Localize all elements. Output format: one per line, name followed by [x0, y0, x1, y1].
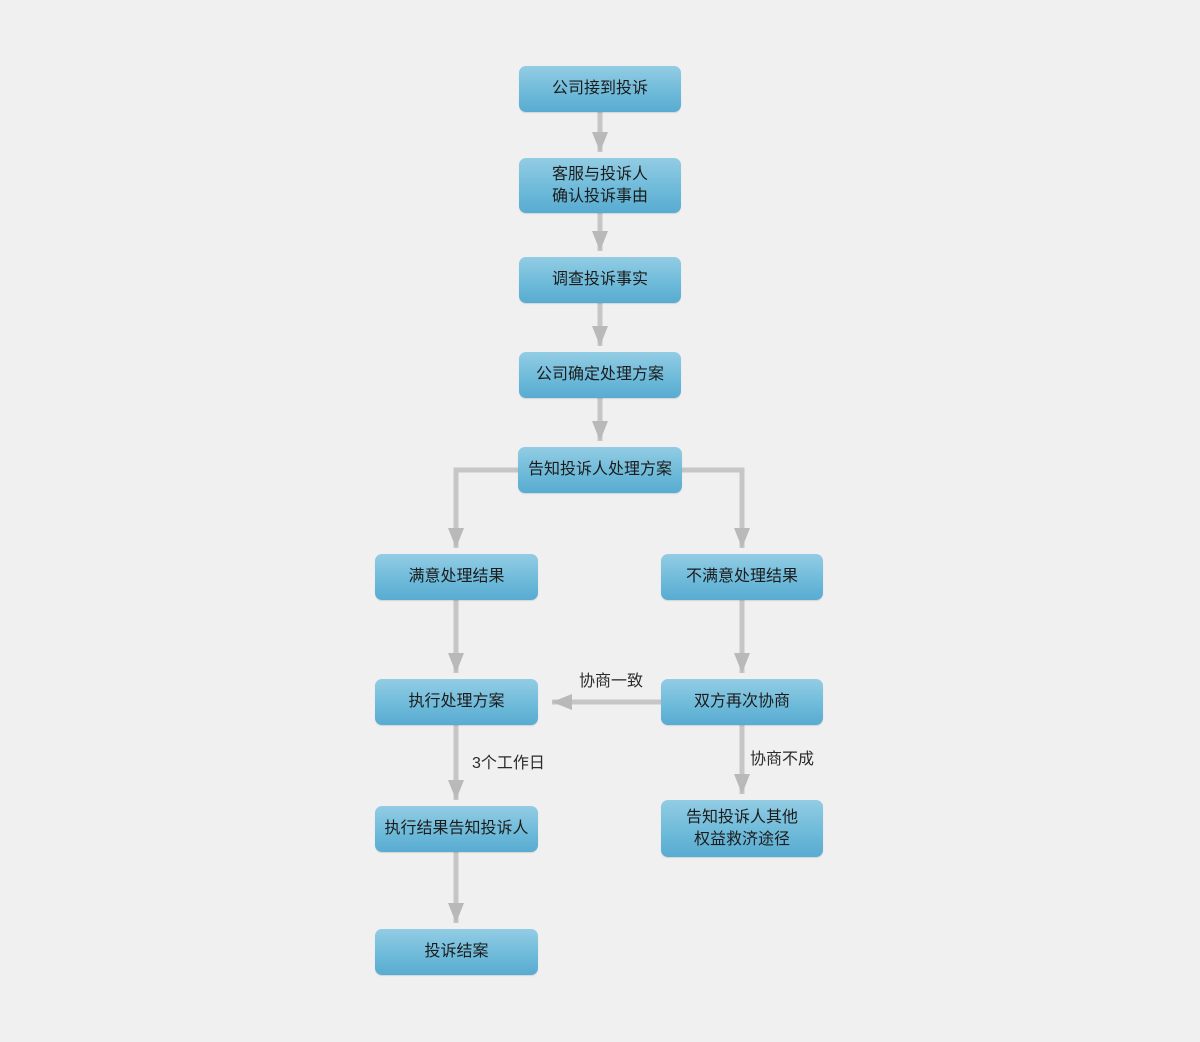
- node-close-case: 投诉结案: [375, 929, 538, 975]
- node-execute-plan: 执行处理方案: [375, 679, 538, 725]
- node-determine-plan: 公司确定处理方案: [519, 352, 681, 398]
- node-investigate-facts: 调查投诉事实: [519, 257, 681, 303]
- node-notify-execution-result: 执行结果告知投诉人: [375, 806, 538, 852]
- edge-label-agreement: 协商一致: [578, 673, 643, 690]
- node-receive-complaint: 公司接到投诉: [519, 66, 681, 112]
- node-other-remedies: 告知投诉人其他 权益救济途径: [661, 800, 823, 857]
- edge-label-three-working-days: 3个工作日: [472, 755, 545, 772]
- arrow-notify-to-satisfied: [448, 467, 518, 548]
- node-unsatisfied-result: 不满意处理结果: [661, 554, 823, 600]
- node-confirm-complaint-details: 客服与投诉人 确认投诉事由: [519, 158, 681, 213]
- arrow-notify-to-unsatisfied: [682, 467, 750, 548]
- node-satisfied-result: 满意处理结果: [375, 554, 538, 600]
- arrow-group: [448, 112, 750, 923]
- edge-label-no-agreement: 协商不成: [750, 751, 815, 768]
- node-notify-plan: 告知投诉人处理方案: [518, 447, 682, 493]
- node-renegotiate: 双方再次协商: [661, 679, 823, 725]
